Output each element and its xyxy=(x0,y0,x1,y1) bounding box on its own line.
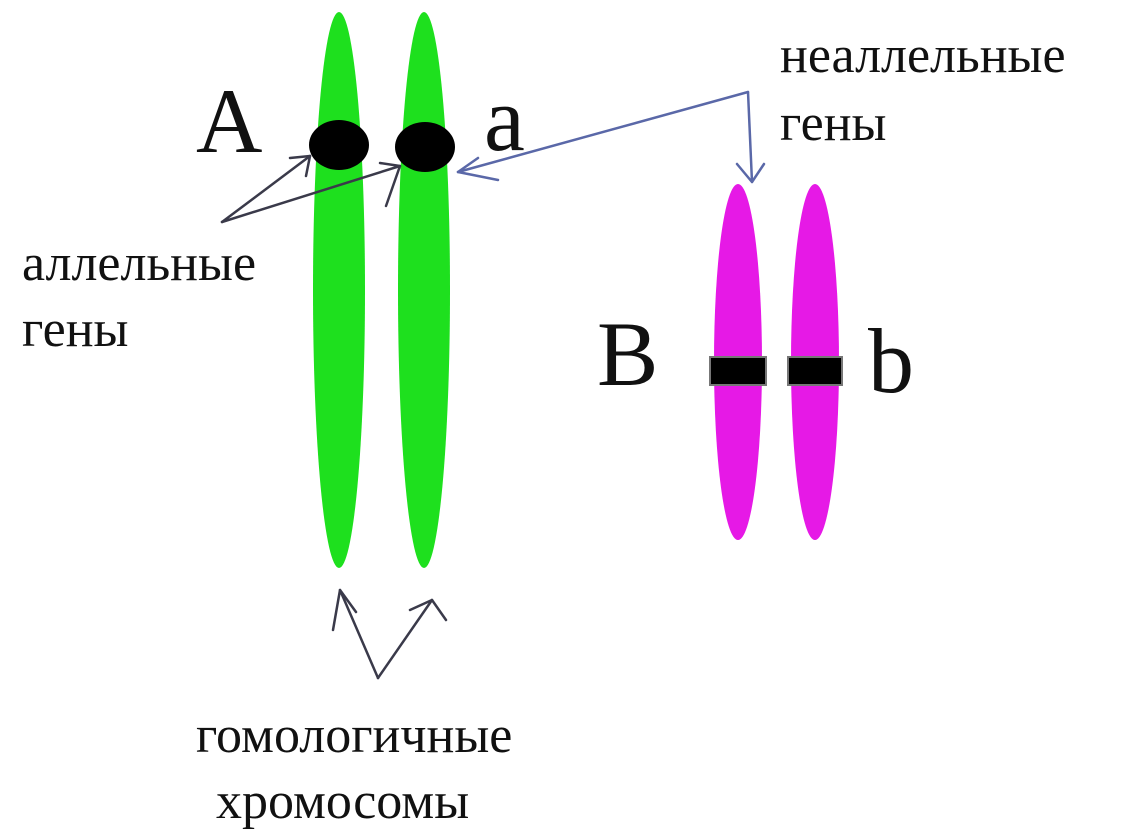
allelic-arrows xyxy=(220,154,402,224)
allelic-genes-label-line1: аллельные xyxy=(22,235,256,292)
homologous-chromosomes-label-line1: гомологичные xyxy=(196,707,512,764)
gene-A-label: A xyxy=(196,70,262,172)
locus-a xyxy=(395,122,455,172)
gene-B-label: B xyxy=(597,303,658,405)
gene-b-label: b xyxy=(868,310,914,412)
locus-b xyxy=(787,356,843,386)
arrow-to-green-right xyxy=(376,598,434,680)
nonallelic-genes-label-line2: гены xyxy=(780,95,887,152)
green-chromosome-left xyxy=(313,12,365,568)
locus-B xyxy=(709,356,767,386)
locus-A xyxy=(309,120,369,170)
arrow-to-gene-a xyxy=(456,90,750,174)
arrow-to-locus-A xyxy=(220,154,312,224)
allelic-genes-label-line2: гены xyxy=(22,301,129,358)
gene-a-label: a xyxy=(484,68,525,170)
homologous-arrows xyxy=(331,588,448,680)
arrow-to-green-left xyxy=(338,588,380,680)
arrow-to-locus-a xyxy=(220,164,402,224)
arrow-to-magenta-chromosome xyxy=(746,90,754,184)
nonallelic-arrows xyxy=(456,90,766,184)
homologous-chromosomes-label-line2: хромосомы xyxy=(216,773,469,830)
nonallelic-genes-label-line1: неаллельные xyxy=(780,27,1066,84)
green-chromosome-right xyxy=(398,12,450,568)
